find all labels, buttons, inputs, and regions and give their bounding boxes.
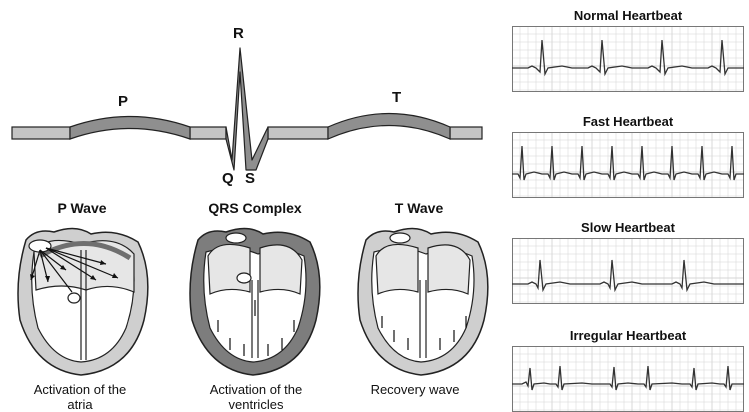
heart-caption-p-wave-line1: Activation of the [0,382,160,397]
strip-grid [512,238,744,304]
baseline-segment-3 [268,127,328,139]
q-point-label: Q [222,170,234,187]
heart-caption-t-wave-line1: Recovery wave [340,382,490,397]
heart-caption-p-wave-line2: atria [0,397,160,412]
heart-title-p-wave: P Wave [7,200,157,216]
strip-slow [512,238,744,304]
strip-title-fast: Fast Heartbeat [512,114,744,129]
baseline-segment-2 [190,127,226,139]
p-wave-label: P [118,93,128,110]
heart-caption-qrs-line2: ventricles [176,397,336,412]
strip-title-slow: Slow Heartbeat [512,220,744,235]
s-point-label: S [245,170,255,187]
baseline-segment-1 [12,127,70,139]
heart-t-wave [346,220,496,380]
r-peak-label: R [233,25,244,42]
strip-irregular [512,346,744,412]
qrs-complex [226,48,268,170]
heart-caption-qrs-line1: Activation of the [176,382,336,397]
strip-grid [512,26,744,92]
baseline-segment-4 [450,127,482,139]
heart-p-wave [6,220,156,380]
strip-title-normal: Normal Heartbeat [512,8,744,23]
strip-title-irregular: Irregular Heartbeat [512,328,744,343]
strip-grid [512,132,744,198]
heart-title-t-wave: T Wave [344,200,494,216]
strip-grid [512,346,744,412]
p-wave-band [70,117,190,140]
heart-qrs [178,220,328,380]
t-wave-band [328,114,450,140]
strip-normal [512,26,744,92]
strip-fast [512,132,744,198]
heart-title-qrs: QRS Complex [180,200,330,216]
t-wave-label: T [392,89,401,106]
